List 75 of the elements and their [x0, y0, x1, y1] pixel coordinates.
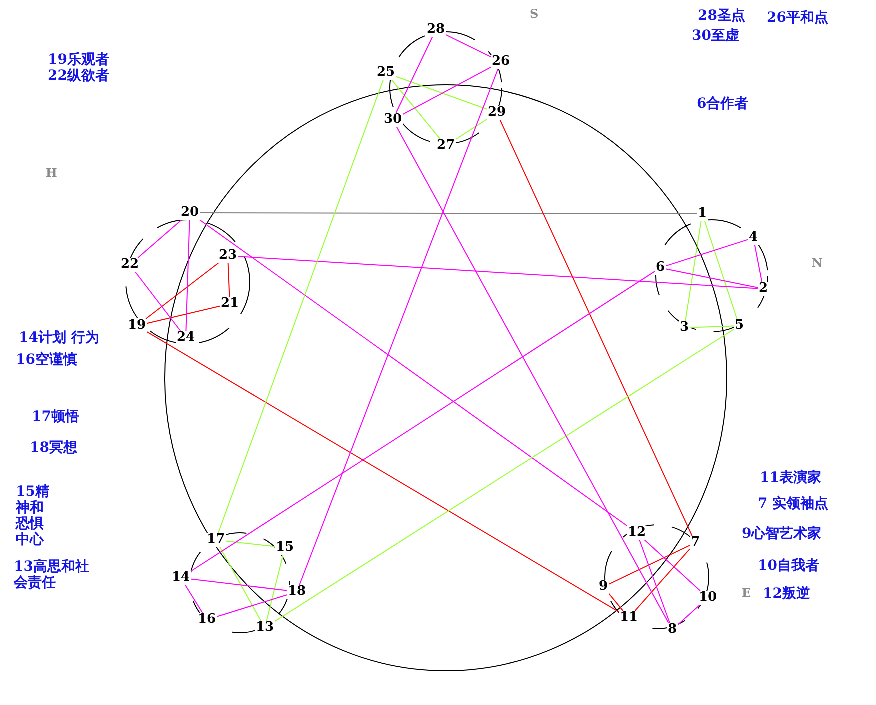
trait-caption: 9心智艺术家 — [742, 526, 822, 542]
compass-letter: E — [742, 585, 752, 601]
connector-line — [266, 554, 284, 622]
connector-line — [186, 220, 190, 332]
connector-line — [704, 220, 738, 320]
connector-line — [396, 126, 670, 624]
point-number: 1 — [697, 207, 708, 221]
connector-line — [678, 604, 701, 626]
trait-caption: 16空谨慎 — [16, 352, 78, 368]
point-number: 23 — [218, 249, 238, 263]
connector-line — [134, 272, 182, 332]
point-number: 7 — [690, 536, 702, 550]
point-number: 14 — [171, 571, 192, 585]
connector-line — [666, 239, 748, 267]
point-number: 15 — [275, 541, 296, 555]
point-number: 20 — [180, 206, 200, 220]
connector-line — [219, 546, 262, 622]
connector-line — [238, 256, 758, 290]
trait-caption: 30至虚 — [692, 28, 740, 44]
trait-caption: 7 实领袖点 — [758, 496, 829, 512]
connector-line — [644, 540, 701, 592]
connector-line — [190, 271, 656, 572]
connector-line — [608, 545, 690, 585]
trait-caption: 13高思和社会责任 — [14, 559, 90, 591]
connector-line — [690, 326, 734, 328]
trait-caption: 10自我者 — [758, 558, 820, 574]
point-number: 10 — [698, 591, 718, 605]
compass-letter: H — [46, 165, 58, 181]
compass-letter: N — [812, 255, 823, 271]
trait-caption: 12叛逆 — [763, 586, 810, 602]
connector-line — [200, 212, 698, 214]
point-number: 11 — [619, 611, 640, 625]
connector-line — [190, 578, 288, 592]
connector-line — [500, 120, 693, 536]
connector-line — [138, 220, 182, 258]
point-number: 18 — [287, 585, 308, 599]
connector-line — [228, 262, 230, 298]
connector-line — [639, 540, 670, 624]
point-number: 19 — [127, 319, 148, 333]
connector-line — [274, 329, 734, 622]
connector-line — [685, 220, 702, 322]
connector-line — [184, 584, 204, 614]
connector-line — [299, 68, 499, 586]
trait-caption: 28圣点 — [698, 8, 746, 24]
connector-line — [608, 593, 624, 612]
connector-line — [218, 80, 384, 534]
compass-letter: S — [530, 6, 539, 22]
point-number: 24 — [176, 331, 196, 345]
point-number: 9 — [598, 580, 610, 594]
trait-caption: 26平和点 — [767, 10, 828, 26]
trait-caption: 11表演家 — [760, 470, 822, 486]
point-number: 6 — [655, 261, 666, 275]
point-number: 16 — [197, 613, 218, 627]
connector-line — [216, 594, 288, 618]
connector-line — [754, 244, 763, 282]
trait-caption: 6合作者 — [697, 96, 749, 112]
trait-caption: 22纵欲者 — [48, 68, 110, 84]
connector-line — [146, 306, 220, 324]
trait-caption: 15精神和恐惧中心 — [16, 484, 50, 548]
trait-caption: 17顿悟 — [32, 409, 80, 425]
point-number: 4 — [748, 231, 760, 245]
connector-line — [666, 268, 758, 288]
point-number: 22 — [120, 258, 140, 272]
connector-line — [226, 540, 276, 548]
connector-line — [146, 262, 220, 320]
connector-line — [634, 548, 690, 612]
trait-caption: 19乐观者 — [48, 52, 110, 68]
point-number: 5 — [734, 319, 746, 333]
trait-caption: 14计划 行为 — [19, 330, 100, 346]
connector-line — [199, 220, 628, 526]
trait-caption: 18冥想 — [30, 440, 78, 456]
connector-line — [146, 331, 620, 613]
point-number: 2 — [758, 282, 770, 296]
point-number: 12 — [627, 526, 648, 540]
point-number: 17 — [206, 533, 226, 547]
